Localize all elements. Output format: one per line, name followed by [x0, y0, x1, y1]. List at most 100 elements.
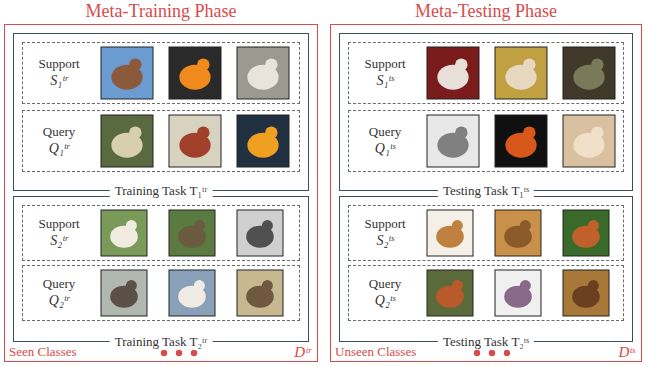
photo-background: [101, 270, 147, 316]
set-name: Query: [369, 276, 402, 292]
task-caption: Training Task T₁ᵗʳ: [110, 183, 213, 199]
phase-panel: SupportS₁ᵗˢQueryQ₁ᵗˢTesting Task T₁ᵗˢSup…: [330, 24, 642, 362]
photo: [237, 115, 289, 167]
task-box: SupportS₁ᵗʳQueryQ₁ᵗʳTraining Task T₁ᵗʳ: [13, 33, 309, 191]
photo-background: [101, 210, 147, 256]
task-caption: Testing Task T₂ᵗˢ: [438, 334, 534, 350]
photo: [101, 47, 153, 99]
photo: [563, 270, 609, 316]
phase-title: Meta-Training Phase: [5, 1, 317, 22]
set-name: Query: [43, 276, 76, 292]
photo-subject-head: [452, 280, 463, 291]
photo-background: [427, 115, 479, 167]
dataset-symbol: Dᵗʳ: [294, 344, 311, 361]
photo: [237, 210, 283, 256]
set-name: Support: [364, 216, 405, 232]
set-row: SupportS₂ᵗʳ: [22, 205, 300, 261]
photo: [237, 47, 289, 99]
photo: [169, 210, 215, 256]
photo: [169, 270, 215, 316]
set-label: QueryQ₁ᵗˢ: [349, 111, 421, 171]
photo-background: [563, 210, 609, 256]
ellipsis-dot: [489, 350, 495, 356]
photo: [101, 270, 147, 316]
ellipsis-dot: [191, 350, 197, 356]
set-symbol: S₂ᵗʳ: [50, 232, 67, 250]
ellipsis-dot: [176, 350, 182, 356]
photo-subject-head: [197, 58, 209, 70]
photo-background: [169, 115, 221, 167]
set-symbol: S₁ᵗˢ: [376, 72, 393, 90]
photo: [237, 270, 283, 316]
photo-background: [237, 270, 283, 316]
photo-subject-head: [452, 220, 463, 231]
task-box: SupportS₂ᵗˢQueryQ₂ᵗˢTesting Task T₂ᵗˢ: [339, 196, 633, 342]
set-label: QueryQ₂ᵗʳ: [23, 266, 95, 320]
photo-subject-head: [520, 220, 531, 231]
photo-background: [169, 47, 221, 99]
photo-background: [427, 210, 473, 256]
photo-background: [169, 210, 215, 256]
photo-background: [101, 47, 153, 99]
photo-background: [237, 210, 283, 256]
photo-subject-head: [265, 58, 277, 70]
set-name: Support: [364, 56, 405, 72]
set-symbol: Q₂ᵗʳ: [49, 292, 69, 310]
set-symbol: Q₁ᵗˢ: [375, 140, 395, 158]
photo: [427, 47, 479, 99]
photo-subject-head: [591, 126, 603, 138]
ellipsis-dot: [504, 350, 510, 356]
photo: [563, 115, 615, 167]
photo-background: [427, 47, 479, 99]
photo: [495, 47, 547, 99]
photo-subject-head: [129, 126, 141, 138]
set-label: QueryQ₂ᵗˢ: [349, 266, 421, 320]
set-row: QueryQ₂ᵗʳ: [22, 265, 300, 321]
photo: [563, 47, 615, 99]
photo-subject-head: [265, 126, 277, 138]
photo-subject-head: [262, 280, 273, 291]
photo-background: [427, 270, 473, 316]
photo-subject-head: [126, 220, 137, 231]
set-name: Support: [38, 56, 79, 72]
set-row: QueryQ₂ᵗˢ: [348, 265, 624, 321]
photo-subject-head: [194, 280, 205, 291]
photo-subject-head: [126, 280, 137, 291]
photo: [427, 210, 473, 256]
photo: [169, 47, 221, 99]
photo-subject-head: [520, 280, 531, 291]
set-row: QueryQ₁ᵗˢ: [348, 110, 624, 172]
set-name: Query: [369, 124, 402, 140]
photo-background: [563, 270, 609, 316]
task-box: SupportS₁ᵗˢQueryQ₁ᵗˢTesting Task T₁ᵗˢ: [339, 33, 633, 191]
task-caption: Testing Task T₁ᵗˢ: [438, 183, 534, 199]
task-box: SupportS₂ᵗʳQueryQ₂ᵗʳTraining Task T₂ᵗʳ: [13, 196, 309, 342]
photo-background: [495, 115, 547, 167]
photo-background: [495, 210, 541, 256]
photo-background: [495, 47, 547, 99]
set-label: SupportS₁ᵗʳ: [23, 43, 95, 103]
photo-background: [563, 47, 615, 99]
set-label: SupportS₁ᵗˢ: [349, 43, 421, 103]
class-note: Unseen Classes: [335, 344, 416, 360]
photo-subject-head: [523, 58, 535, 70]
set-symbol: Q₂ᵗˢ: [375, 292, 395, 310]
set-symbol: S₂ᵗˢ: [376, 232, 393, 250]
photo-background: [101, 115, 153, 167]
set-row: SupportS₁ᵗˢ: [348, 42, 624, 104]
photo-subject-head: [197, 126, 209, 138]
set-row: SupportS₂ᵗˢ: [348, 205, 624, 261]
set-row: QueryQ₁ᵗʳ: [22, 110, 300, 172]
task-caption: Training Task T₂ᵗʳ: [110, 334, 213, 350]
ellipsis-dot: [161, 350, 167, 356]
ellipsis-dot: [474, 350, 480, 356]
photo-background: [563, 115, 615, 167]
set-symbol: Q₁ᵗʳ: [49, 140, 69, 158]
dataset-symbol: Dᵗˢ: [618, 344, 635, 361]
photo: [495, 210, 541, 256]
set-label: QueryQ₁ᵗʳ: [23, 111, 95, 171]
photo-background: [169, 270, 215, 316]
photo-subject-head: [588, 280, 599, 291]
photo-background: [237, 115, 289, 167]
